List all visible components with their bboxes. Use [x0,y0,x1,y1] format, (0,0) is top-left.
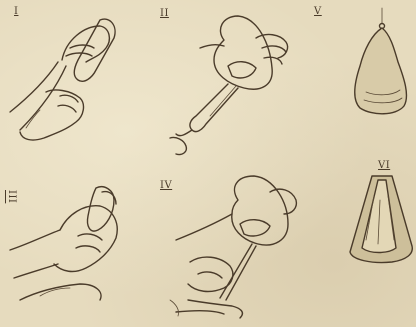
figure-2-cone-and-tool [170,16,288,155]
figure-1-hands-with-tool [10,19,115,140]
figure-3-hand-grip [10,187,117,300]
figure-5-hanging-cone [355,8,407,114]
figure-6-cone-section [350,176,412,263]
figure-4-cone-and-pick [170,176,296,318]
